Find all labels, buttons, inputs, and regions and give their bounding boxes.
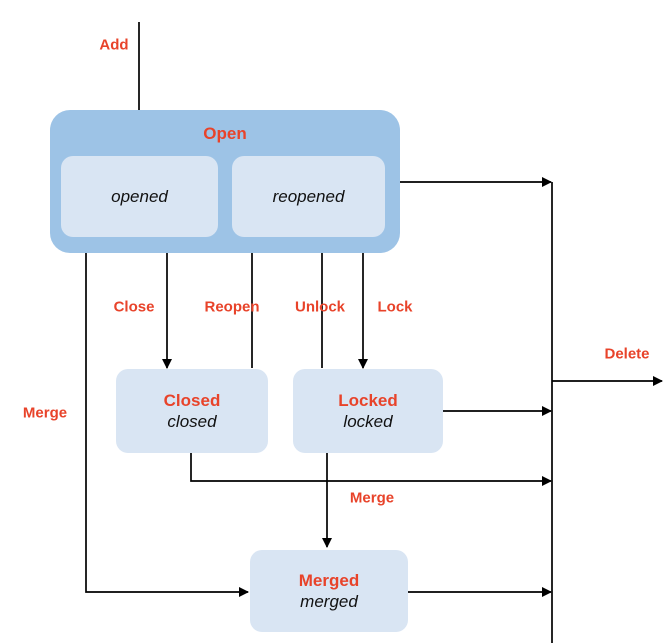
edge-label-reopen: Reopen <box>204 298 260 316</box>
edge-label-delete: Delete <box>604 345 650 363</box>
edge-merge-left <box>85 253 250 598</box>
state-node-merged-title: Merged <box>298 571 360 590</box>
edge-label-close: Close <box>113 298 155 316</box>
state-node-reopened[interactable]: reopened <box>232 156 385 237</box>
state-node-closed[interactable]: Closed closed <box>116 369 268 453</box>
state-node-merged[interactable]: Merged merged <box>250 550 408 632</box>
edge-label-merge-left: Merge <box>22 404 68 422</box>
state-node-merged-value: merged <box>300 592 358 611</box>
edge-closed-to-delete <box>190 453 553 487</box>
state-group-open-label: Open <box>203 124 247 143</box>
state-node-closed-value: closed <box>167 412 217 431</box>
state-node-closed-title: Closed <box>163 391 221 410</box>
state-node-opened-value: opened <box>111 187 168 206</box>
edge-label-lock: Lock <box>377 298 413 316</box>
state-node-opened[interactable]: opened <box>61 156 218 237</box>
edge-label-merge-center: Merge <box>349 489 395 507</box>
state-node-reopened-value: reopened <box>272 187 345 206</box>
state-node-locked-title: Locked <box>338 391 398 410</box>
state-node-locked[interactable]: Locked locked <box>293 369 443 453</box>
edge-label-add: Add <box>99 36 129 54</box>
state-node-locked-value: locked <box>343 412 393 431</box>
edge-label-unlock: Unlock <box>294 298 346 316</box>
